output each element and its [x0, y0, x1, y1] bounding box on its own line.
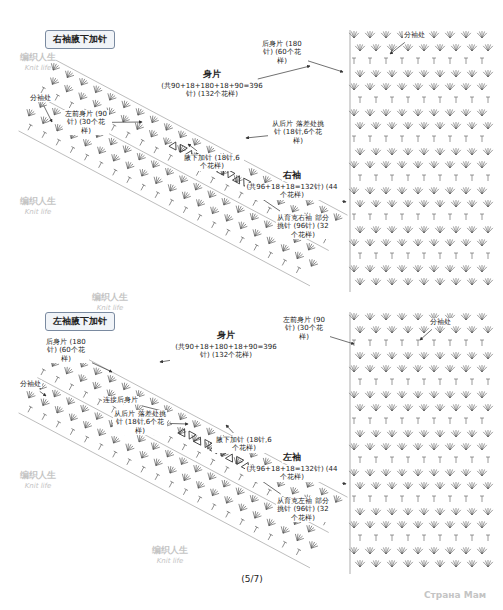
- section-title: 右袖腋下加针: [53, 34, 107, 44]
- section-title-box: 左袖腋下加针: [45, 312, 115, 331]
- row-line: [19, 60, 348, 286]
- block-edge: [350, 312, 351, 574]
- section-title: 左袖腋下加针: [53, 316, 107, 326]
- leader-line: [308, 61, 343, 72]
- leader-line: [188, 144, 197, 151]
- part-heading: 身片: [202, 69, 222, 80]
- leader-line: [40, 391, 46, 396]
- sleeve-band: [16, 341, 347, 568]
- part-label: (共90+18+180+18+90=396针) (132个花样): [173, 343, 279, 360]
- part-label: 腋下加针 (18针,6个花样): [212, 436, 276, 453]
- stitch-block: [349, 31, 493, 285]
- section-title-box: 右袖腋下加针: [45, 30, 115, 49]
- stitch-block: [18, 344, 343, 562]
- watermark: 编织人生: [19, 470, 57, 481]
- part-label: 连接后身片: [102, 396, 139, 404]
- part-label: (共96+18+18=132针) (44个花样): [245, 465, 339, 482]
- leader-line: [160, 360, 170, 362]
- leader-line: [92, 363, 112, 372]
- watermark: Страна Мам: [423, 590, 487, 601]
- leader-line: [226, 425, 233, 433]
- sleeve-band: [16, 59, 347, 286]
- part-label: 腋下加针 (18针,6个花样): [180, 154, 244, 171]
- part-label: 从后片 落差处挑针 (18针,6个花样): [113, 410, 167, 435]
- page-number: (5/7): [240, 574, 264, 585]
- stitch-block: [349, 313, 493, 567]
- part-label: 分袖处: [429, 318, 452, 326]
- part-label: 从育克左袖 部分挑针 (96针) (32个花样): [276, 497, 330, 522]
- watermark: 编织人生: [91, 292, 129, 303]
- part-heading: 右袖: [282, 170, 302, 181]
- part-label: 左前身片 (90针) (30个花样): [281, 316, 327, 341]
- watermark: 编织人生: [19, 52, 57, 63]
- leader-line: [342, 201, 346, 203]
- watermark: Knit life: [156, 557, 185, 565]
- part-heading: 左袖: [282, 452, 302, 463]
- watermark: Knit life: [24, 482, 53, 490]
- block-edge: [350, 30, 351, 292]
- leader-line: [246, 136, 268, 138]
- part-label: (共96+18+18=132针) (44个花样): [245, 183, 339, 200]
- row-line: [19, 342, 348, 568]
- watermark: Knit life: [24, 208, 53, 216]
- watermark: 编织人生: [151, 545, 189, 556]
- leader-line: [330, 337, 354, 344]
- watermark: Knit life: [24, 64, 53, 72]
- leader-line: [342, 483, 346, 485]
- part-label: 从后片 落差处挑针 (18针,6个花样): [271, 120, 325, 145]
- leader-line: [44, 105, 52, 122]
- part-label: 后身片 (180针) (60个花样): [259, 40, 305, 65]
- leader-line: [420, 329, 432, 340]
- watermark: 编织人生: [19, 196, 57, 207]
- stitch-block: [18, 62, 343, 280]
- part-label: 分袖处: [403, 31, 426, 39]
- part-heading: 身片: [216, 330, 236, 341]
- part-label: 后身片 (180针) (60个花样): [43, 338, 89, 363]
- watermark: Knit life: [96, 304, 125, 312]
- part-label: 分袖处: [29, 94, 52, 102]
- leader-line: [112, 122, 142, 123]
- part-label: 分袖处: [19, 380, 42, 388]
- part-label: 从育克右袖 部分挑针 (96针) (32个花样): [276, 214, 330, 239]
- leader-line: [258, 66, 310, 79]
- leader-line: [170, 423, 188, 425]
- leader-line: [390, 42, 405, 54]
- part-label: (共90+18+180+18+90=396针) (132个花样): [159, 82, 265, 99]
- part-label: 左前身片 (90针) (30个花样): [63, 110, 109, 135]
